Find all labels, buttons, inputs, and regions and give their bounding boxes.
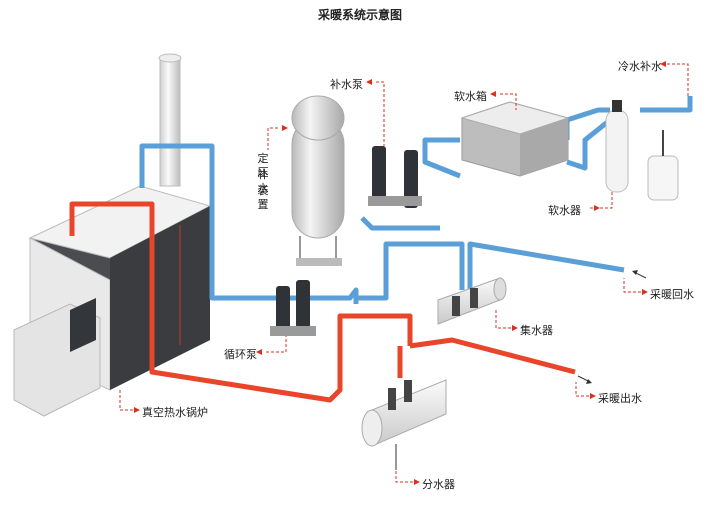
label-cold-water-makeup: 冷水补水	[618, 60, 662, 73]
label-water-softener: 软水器	[548, 204, 581, 217]
label-constant-pressure-3: 装置	[257, 184, 269, 211]
vacuum-boiler	[13, 185, 212, 417]
circulation-pumps	[270, 280, 316, 336]
label-constant-pressure-1: 定压	[257, 152, 269, 179]
constant-pressure-tank	[291, 95, 345, 266]
supply-outlet-arrow	[577, 375, 592, 384]
label-water-distributor: 分水器	[422, 478, 455, 491]
soft-water-tank	[460, 101, 570, 177]
label-constant-pressure-2: 补水	[257, 168, 269, 195]
label-vacuum-boiler: 真空热水锅炉	[142, 406, 208, 419]
return-inlet-arrow	[632, 270, 647, 279]
label-circulation-pump: 循环泵	[224, 348, 257, 361]
supply-pipes	[69, 201, 576, 403]
makeup-pumps	[368, 146, 422, 208]
water-collector	[437, 277, 507, 325]
label-makeup-pump: 补水泵	[330, 78, 363, 91]
diagram-title: 采暖系统示意图	[317, 8, 402, 22]
water-distributor	[361, 379, 447, 470]
label-heating-return: 采暖回水	[650, 288, 694, 301]
label-soft-water-tank: 软水箱	[454, 90, 487, 103]
label-water-collector: 集水器	[520, 324, 553, 337]
chimney	[158, 53, 182, 187]
leader-arrowheads	[134, 61, 666, 485]
water-softener	[605, 100, 679, 201]
label-heating-supply: 采暖出水	[598, 392, 642, 405]
